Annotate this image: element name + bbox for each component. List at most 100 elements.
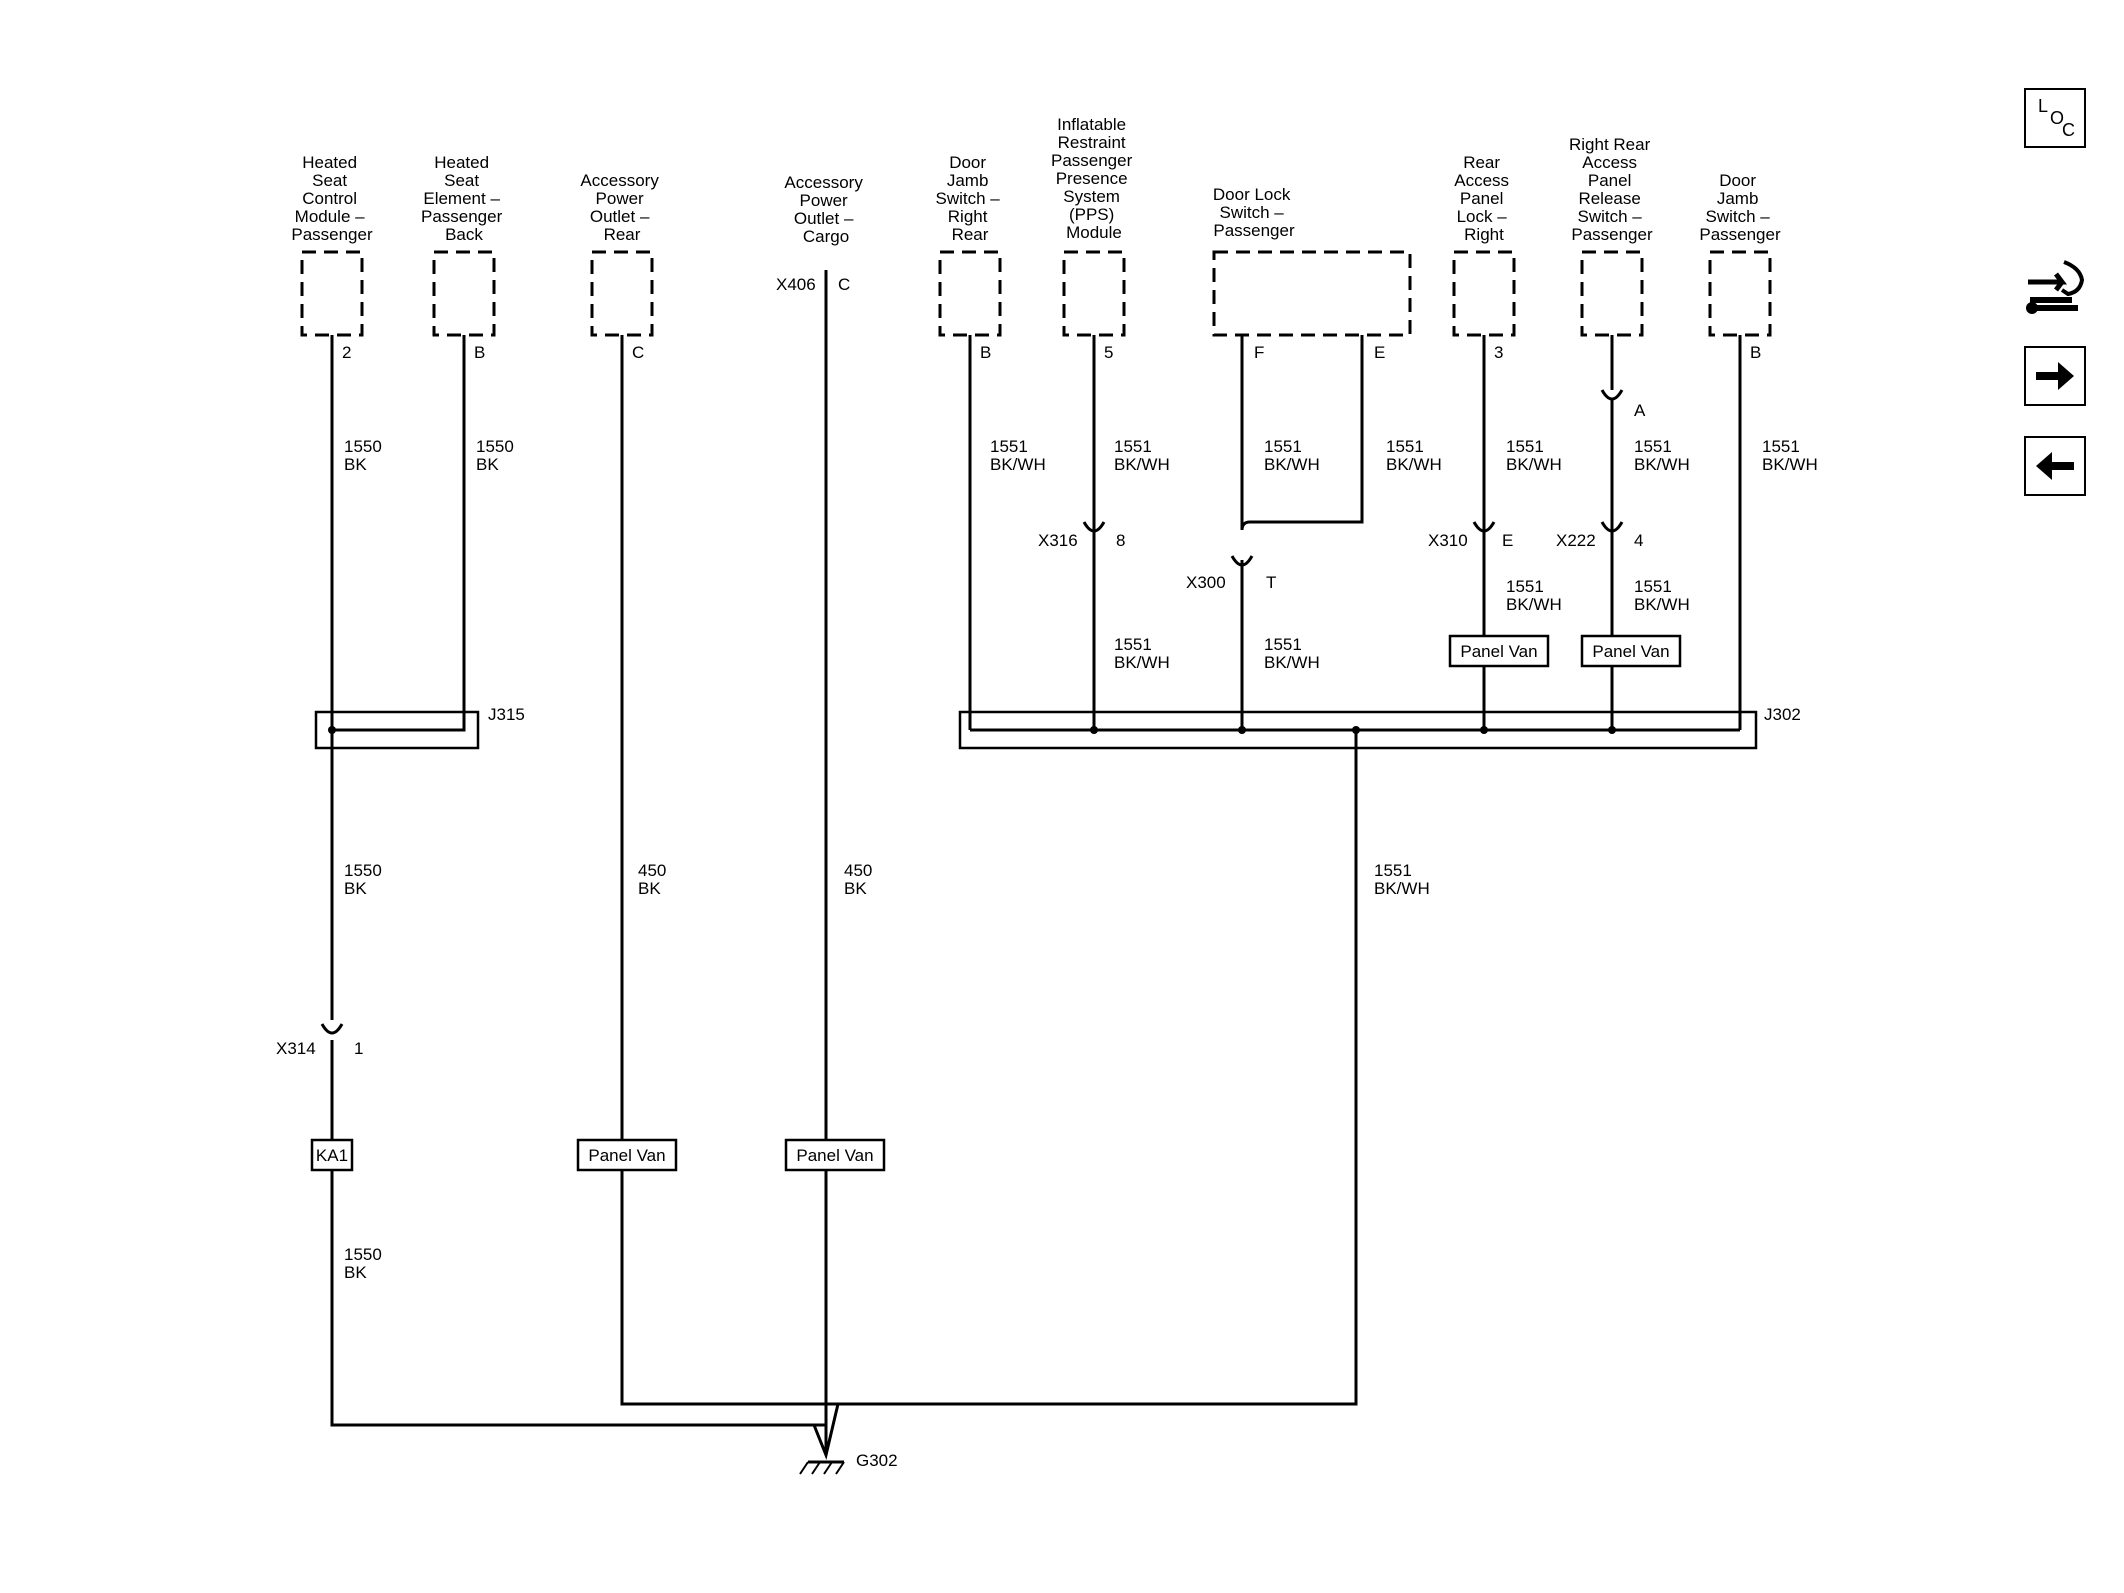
pin-rraprs: A: [1634, 401, 1646, 420]
pin-rapl: 3: [1494, 343, 1503, 362]
pin-apo-rear: C: [632, 343, 644, 362]
pin-dls-f: F: [1254, 343, 1264, 362]
option-box-panel-van-rapl: [1448, 634, 1550, 668]
splice-node-j302-c: [1352, 726, 1360, 734]
label-door-jamb-switch-passenger: Door Jamb Switch – Passenger: [1699, 171, 1781, 244]
option-box-panel-van-rear: [576, 1138, 678, 1172]
back-arrow-icon: [2036, 452, 2074, 480]
pin-pps: 5: [1104, 343, 1113, 362]
component-box-djs-p: [1708, 250, 1772, 337]
back-button[interactable]: [2024, 436, 2086, 496]
wire-apo-rear: [620, 335, 826, 1406]
label-rear-access-panel-lock-right: Rear Access Panel Lock – Right: [1454, 153, 1514, 244]
connector-x222-symbol: [1600, 521, 1624, 533]
component-box-djs-rr: [938, 250, 1002, 337]
splice-j315: [314, 710, 480, 750]
component-box-apo-rear: [590, 250, 654, 337]
option-label-panel-van-rear: Panel Van: [588, 1146, 665, 1165]
component-box-pps: [1062, 250, 1126, 337]
pin-apo-cargo: C: [838, 275, 850, 294]
component-box-rapl: [1452, 250, 1516, 337]
ground-label: G302: [856, 1451, 898, 1470]
connector-x310-symbol: [1472, 521, 1496, 533]
connector-x316-name: X316: [1038, 531, 1078, 550]
label-right-rear-access-panel-release-switch: Right Rear Access Panel Release Switch –…: [1569, 135, 1655, 244]
connector-x222-name: X222: [1556, 531, 1596, 550]
label-door-lock-switch-passenger: Door Lock Switch – Passenger: [1213, 185, 1295, 240]
connector-tools-button[interactable]: [2022, 252, 2088, 326]
splice-node-j302-a: [1090, 726, 1098, 734]
wire-j302-ground: [826, 730, 1358, 1406]
option-label-panel-van-rapl: Panel Van: [1460, 642, 1537, 661]
connector-x314-name: X314: [276, 1039, 316, 1058]
forward-button[interactable]: [2024, 346, 2086, 406]
connector-x310-name: X310: [1428, 531, 1468, 550]
connector-x310-pin: E: [1502, 531, 1513, 550]
option-box-panel-van-rraprs: [1580, 634, 1682, 668]
connector-x300-symbol: [1230, 555, 1254, 567]
option-label-panel-van-cargo: Panel Van: [796, 1146, 873, 1165]
wire-ka1-ground: [330, 1170, 826, 1427]
component-box-dls: [1212, 250, 1412, 337]
label-accessory-power-outlet-cargo: Accessory Power Outlet – Cargo: [784, 173, 867, 246]
location-icon-letter-c: C: [2062, 120, 2075, 140]
pin-hse: B: [474, 343, 485, 362]
label-accessory-power-outlet-rear: Accessory Power Outlet – Rear: [580, 171, 663, 244]
connector-x406: X406: [776, 275, 816, 294]
location-icon-letter-o: O: [2050, 108, 2065, 128]
wire-hse: [332, 335, 466, 732]
label-pps-module: Inflatable Restraint Passenger Presence …: [1051, 115, 1137, 242]
pin-hscm: 2: [342, 343, 351, 362]
connector-x314-pin: 1: [354, 1039, 363, 1058]
component-box-rraprs: [1580, 250, 1644, 337]
connector-tools-icon: [2026, 260, 2085, 314]
splice-label-j302: J302: [1764, 705, 1801, 724]
location-button[interactable]: L O C: [2024, 88, 2086, 148]
label-heated-seat-control-module: Heated Seat Control Module – Passenger: [291, 153, 373, 244]
forward-arrow-icon: [2036, 362, 2074, 390]
option-label-panel-van-rraprs: Panel Van: [1592, 642, 1669, 661]
option-label-ka1: KA1: [316, 1146, 348, 1165]
connector-x300-pin: T: [1266, 573, 1276, 592]
splice-node-j302-d: [1480, 726, 1488, 734]
splice-node-j302-b: [1238, 726, 1246, 734]
splice-node-j302-e: [1608, 726, 1616, 734]
option-box-ka1: [310, 1138, 354, 1172]
component-box-hse: [432, 250, 496, 337]
connector-x314-symbol: [320, 1023, 344, 1035]
location-icon: L: [2038, 96, 2049, 116]
splice-j302: [958, 710, 1758, 750]
component-box-hscm: [300, 250, 364, 337]
ground-symbol: [799, 1403, 845, 1475]
pin-djs-p: B: [1750, 343, 1761, 362]
connector-x316-pin: 8: [1116, 531, 1125, 550]
option-box-panel-van-cargo: [784, 1138, 886, 1172]
connector-a-symbol: [1600, 389, 1624, 401]
connector-x222-pin: 4: [1634, 531, 1643, 550]
connector-x300-name: X300: [1186, 573, 1226, 592]
wire-dls-e: [1240, 335, 1364, 531]
pin-dls-e: E: [1374, 343, 1385, 362]
splice-node-j315: [328, 726, 336, 734]
label-door-jamb-switch-right-rear: Door Jamb Switch – Right Rear: [936, 153, 1005, 244]
connector-x316-symbol: [1082, 521, 1106, 533]
